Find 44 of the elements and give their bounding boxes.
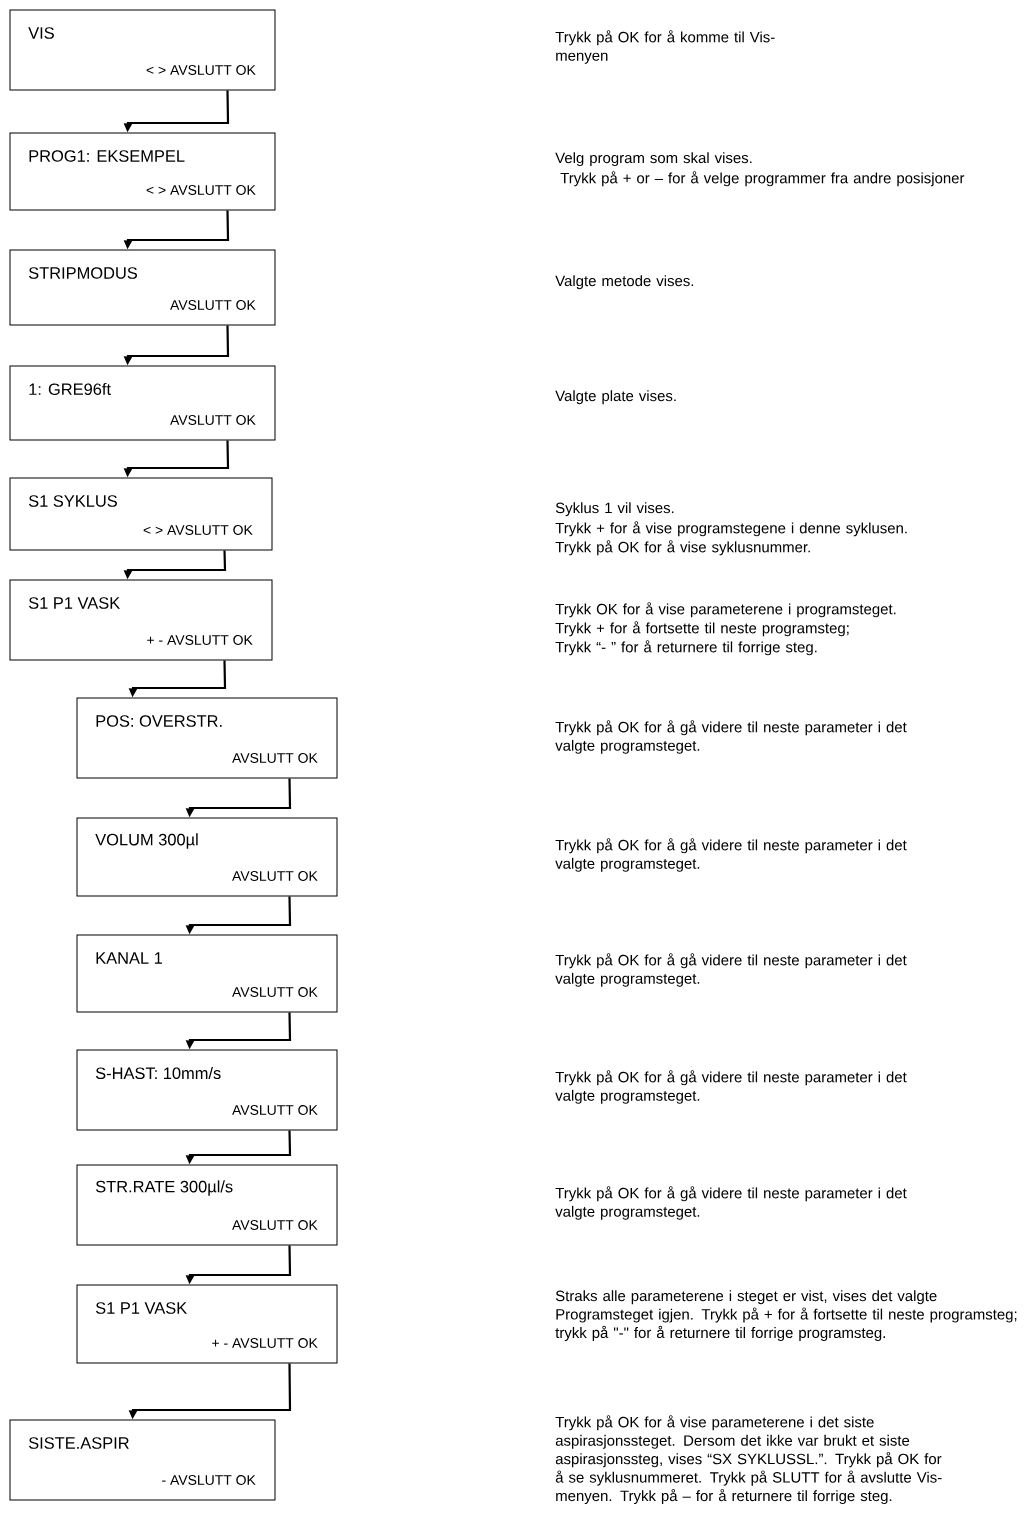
description-text: Trykk “- ” for å returnere til forrige steg. — [555, 640, 817, 656]
description-text: Velg program som skal vises. — [555, 152, 752, 167]
display-title: PROG1: EKSEMPEL — [29, 150, 185, 162]
display-title: POS: OVERSTR. — [96, 715, 222, 727]
display-title: KANAL 1 — [96, 952, 162, 964]
key-labels: AVSLUTT OK — [232, 871, 318, 881]
key-labels: < > AVSLUTT OK — [143, 525, 253, 535]
key-labels: AVSLUTT OK — [232, 987, 318, 997]
description-text: Valgte metode vises. — [555, 275, 694, 290]
description-text: Trykk på OK for å komme til Vis-menyen — [555, 30, 775, 64]
description-text: Trykk + for å vise programstegene i denne syklusen. — [555, 521, 907, 537]
description-text: Syklus 1 vil vises. — [555, 502, 674, 517]
description-text: Trykk på OK for å gå videre til neste parameter i det valgte programsteget. — [555, 1070, 907, 1104]
key-labels: AVSLUTT OK — [232, 1105, 318, 1115]
key-labels: AVSLUTT OK — [232, 1220, 318, 1230]
key-labels: AVSLUTT OK — [170, 300, 256, 310]
key-labels: AVSLUTT OK — [170, 415, 256, 425]
display-title: S1 SYKLUS — [28, 495, 117, 507]
description-text: Trykk på OK for å gå videre til neste parameter i det valgte programsteget. — [555, 953, 907, 987]
display-title: S-HAST: 10mm/s — [95, 1067, 221, 1080]
description-text: Trykk på OK for å gå videre til neste parameter i det valgte programsteget. — [555, 1186, 907, 1220]
display-title: SISTE.ASPIR — [28, 1437, 129, 1449]
display-title: S1 P1 VASK — [95, 1302, 187, 1314]
display-title: VOLUM 300µl — [95, 833, 198, 849]
description-text: Straks alle parameterene i steget er vist, vises det valgte Programsteget igjen. Trykk på + for å fortsette til neste programsteg; trykk på "-" for å returnere til forrige programsteg. — [555, 1290, 1017, 1341]
key-labels: AVSLUTT OK — [232, 753, 318, 763]
description-text: Trykk OK for å vise parameterene i programsteget. — [555, 602, 896, 618]
description-text: Trykk på OK for å vise parameterene i det siste aspirasjonssteget. Dersom det ikke var brukt et siste aspirasjonssteg, vises “SX SYKLUSSL.”. Trykk på OK for å se syklusnummeret. Trykk på SLUTT for å avslutte Vis-menyen. Trykk på – for å returnere til forrige steg. — [555, 1415, 942, 1505]
display-title: 1: GRE96ft — [29, 383, 111, 396]
description-text: Trykk + for å fortsette til neste programsteg; — [555, 621, 849, 637]
key-labels: < > AVSLUTT OK — [146, 185, 256, 195]
display-title: S1 P1 VASK — [28, 597, 120, 609]
description-text: Valgte plate vises. — [555, 390, 676, 405]
key-labels: + - AVSLUTT OK — [212, 1338, 318, 1348]
display-title: VIS — [28, 27, 54, 39]
description-text: Trykk på OK for å gå videre til neste parameter i det valgte programsteget. — [555, 720, 907, 754]
key-labels: < > AVSLUTT OK — [146, 65, 256, 75]
display-title: STR.RATE 300µl/s — [95, 1180, 233, 1196]
display-title: STRIPMODUS — [28, 267, 138, 279]
key-labels: + - AVSLUTT OK — [147, 635, 253, 645]
key-labels: - AVSLUTT OK — [162, 1475, 256, 1485]
description-text: Trykk på + or – for å velge programmer fra andre posisjoner — [560, 171, 965, 187]
description-text: Trykk på OK for å gå videre til neste parameter i det valgte programsteget. — [555, 838, 907, 872]
description-text: Trykk på OK for å vise syklusnummer. — [555, 540, 810, 556]
